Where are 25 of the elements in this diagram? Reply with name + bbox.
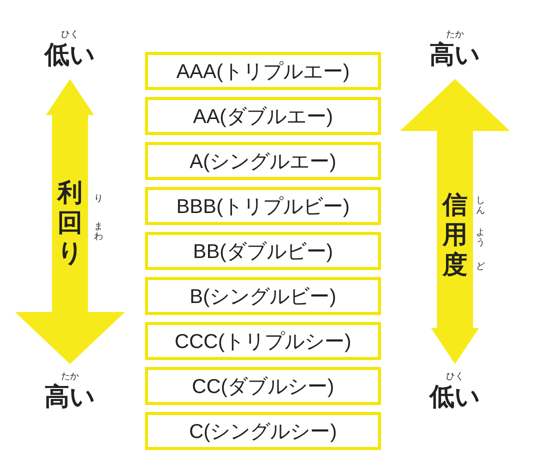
level-label: 高い	[430, 41, 480, 69]
rating-box: CC(ダブルシー)	[145, 367, 381, 405]
rating-box: B(シングルビー)	[145, 277, 381, 315]
level-label: 低い	[44, 41, 96, 69]
arrow-label: 利回り	[58, 178, 82, 268]
rating-box: AAA(トリプルエー)	[145, 52, 381, 90]
level-label: 低い	[430, 383, 480, 411]
furigana: ひく	[446, 372, 464, 383]
rating-box: AA(ダブルエー)	[145, 97, 381, 135]
rating-box: A(シングルエー)	[145, 142, 381, 180]
furigana: よう	[476, 228, 485, 248]
furigana: まわ	[94, 222, 103, 242]
furigana: たか	[61, 372, 79, 383]
double-arrow	[400, 79, 510, 364]
furigana: たか	[446, 30, 464, 41]
furigana: ど	[476, 262, 485, 272]
double-arrow	[15, 79, 125, 364]
furigana: り	[94, 194, 103, 204]
furigana: ひく	[61, 30, 79, 41]
rating-box: CCC(トリプルシー)	[145, 322, 381, 360]
level-label: 高い	[44, 383, 96, 411]
furigana: しん	[476, 196, 485, 216]
rating-box: BB(ダブルビー)	[145, 232, 381, 270]
rating-box: C(シングルシー)	[145, 412, 381, 450]
rating-box: BBB(トリプルビー)	[145, 187, 381, 225]
